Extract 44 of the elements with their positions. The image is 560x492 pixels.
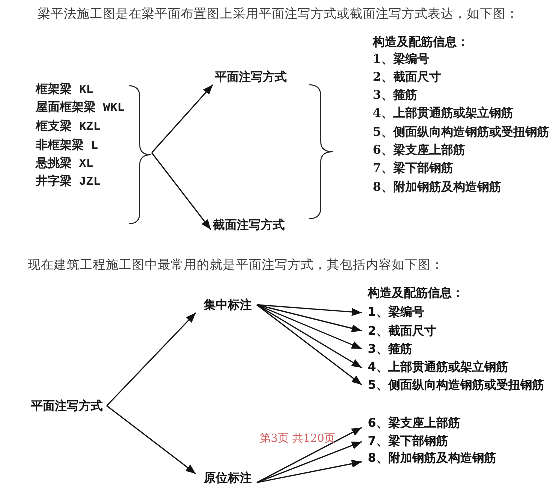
arrow — [152, 152, 212, 230]
list-item-text: 1、梁编号 — [373, 51, 430, 67]
list-item-text: 8、附加钢筋及构造钢筋 — [373, 179, 502, 195]
arrow — [256, 460, 362, 484]
list-item-text: 5、侧面纵向构造钢筋或受扭钢筋 — [373, 124, 550, 140]
arrow — [256, 304, 362, 350]
info-item-text: 7、梁下部钢筋 — [362, 433, 448, 449]
beam-type-text: 井字梁 JZL — [36, 174, 101, 190]
list-item-text: 7、梁下部钢筋 — [373, 160, 454, 176]
list-item-text: 4、上部贯通筋或架立钢筋 — [373, 105, 514, 121]
arrow — [256, 427, 362, 484]
beam-type-text: 屋面框架梁 WKL — [36, 100, 125, 116]
info-item-text: 4、上部贯通筋或架立钢筋 — [362, 359, 508, 375]
beam-type-text: 非框架梁 L — [36, 138, 98, 154]
arrow — [152, 84, 214, 154]
list-heading: 构造及配筋信息： — [373, 34, 469, 50]
arrow — [256, 304, 362, 386]
arrow — [106, 406, 196, 474]
annotation-type-label: 原位标注 — [196, 470, 257, 486]
info-item-text: 8、附加钢筋及构造钢筋 — [362, 450, 496, 466]
beam-type-text: 悬挑梁 XL — [36, 156, 94, 172]
arrow — [106, 312, 196, 406]
method-label: 平面注写方式 — [31, 398, 107, 414]
list-item-text: 3、箍筋 — [373, 87, 418, 103]
arrow — [256, 304, 362, 332]
beam-type-text: 框支梁 KZL — [36, 119, 101, 135]
arrow — [256, 441, 362, 484]
list-item-text: 6、梁支座上部筋 — [373, 142, 466, 158]
list-item-text: 2、截面尺寸 — [373, 69, 442, 85]
method-label: 平面注写方式 — [213, 69, 289, 85]
info-item-text: 1、梁编号 — [362, 304, 424, 320]
page-number: 第3页 共120页 — [260, 431, 336, 447]
intro-sentence: 梁平法施工图是在梁平面布置图上采用平面注写方式或截面注写方式表达，如下图： — [38, 6, 519, 22]
annotation-type-label: 集中标注 — [196, 297, 257, 313]
method-label: 截面注写方式 — [211, 217, 287, 233]
info-item-text: 3、箍筋 — [362, 341, 412, 357]
arrow — [256, 304, 362, 368]
list-heading: 构造及配筋信息： — [368, 285, 464, 301]
beam-type-text: 框架梁 KL — [36, 82, 94, 98]
info-item-text: 6、梁支座上部筋 — [362, 415, 460, 431]
info-item-text: 2、截面尺寸 — [362, 323, 436, 339]
info-item-text: 5、侧面纵向构造钢筋或受扭钢筋 — [362, 377, 544, 393]
arrow — [256, 304, 362, 316]
intro-sentence: 现在建筑工程施工图中最常用的就是平面注写方式，其包括内容如下图： — [28, 257, 444, 273]
